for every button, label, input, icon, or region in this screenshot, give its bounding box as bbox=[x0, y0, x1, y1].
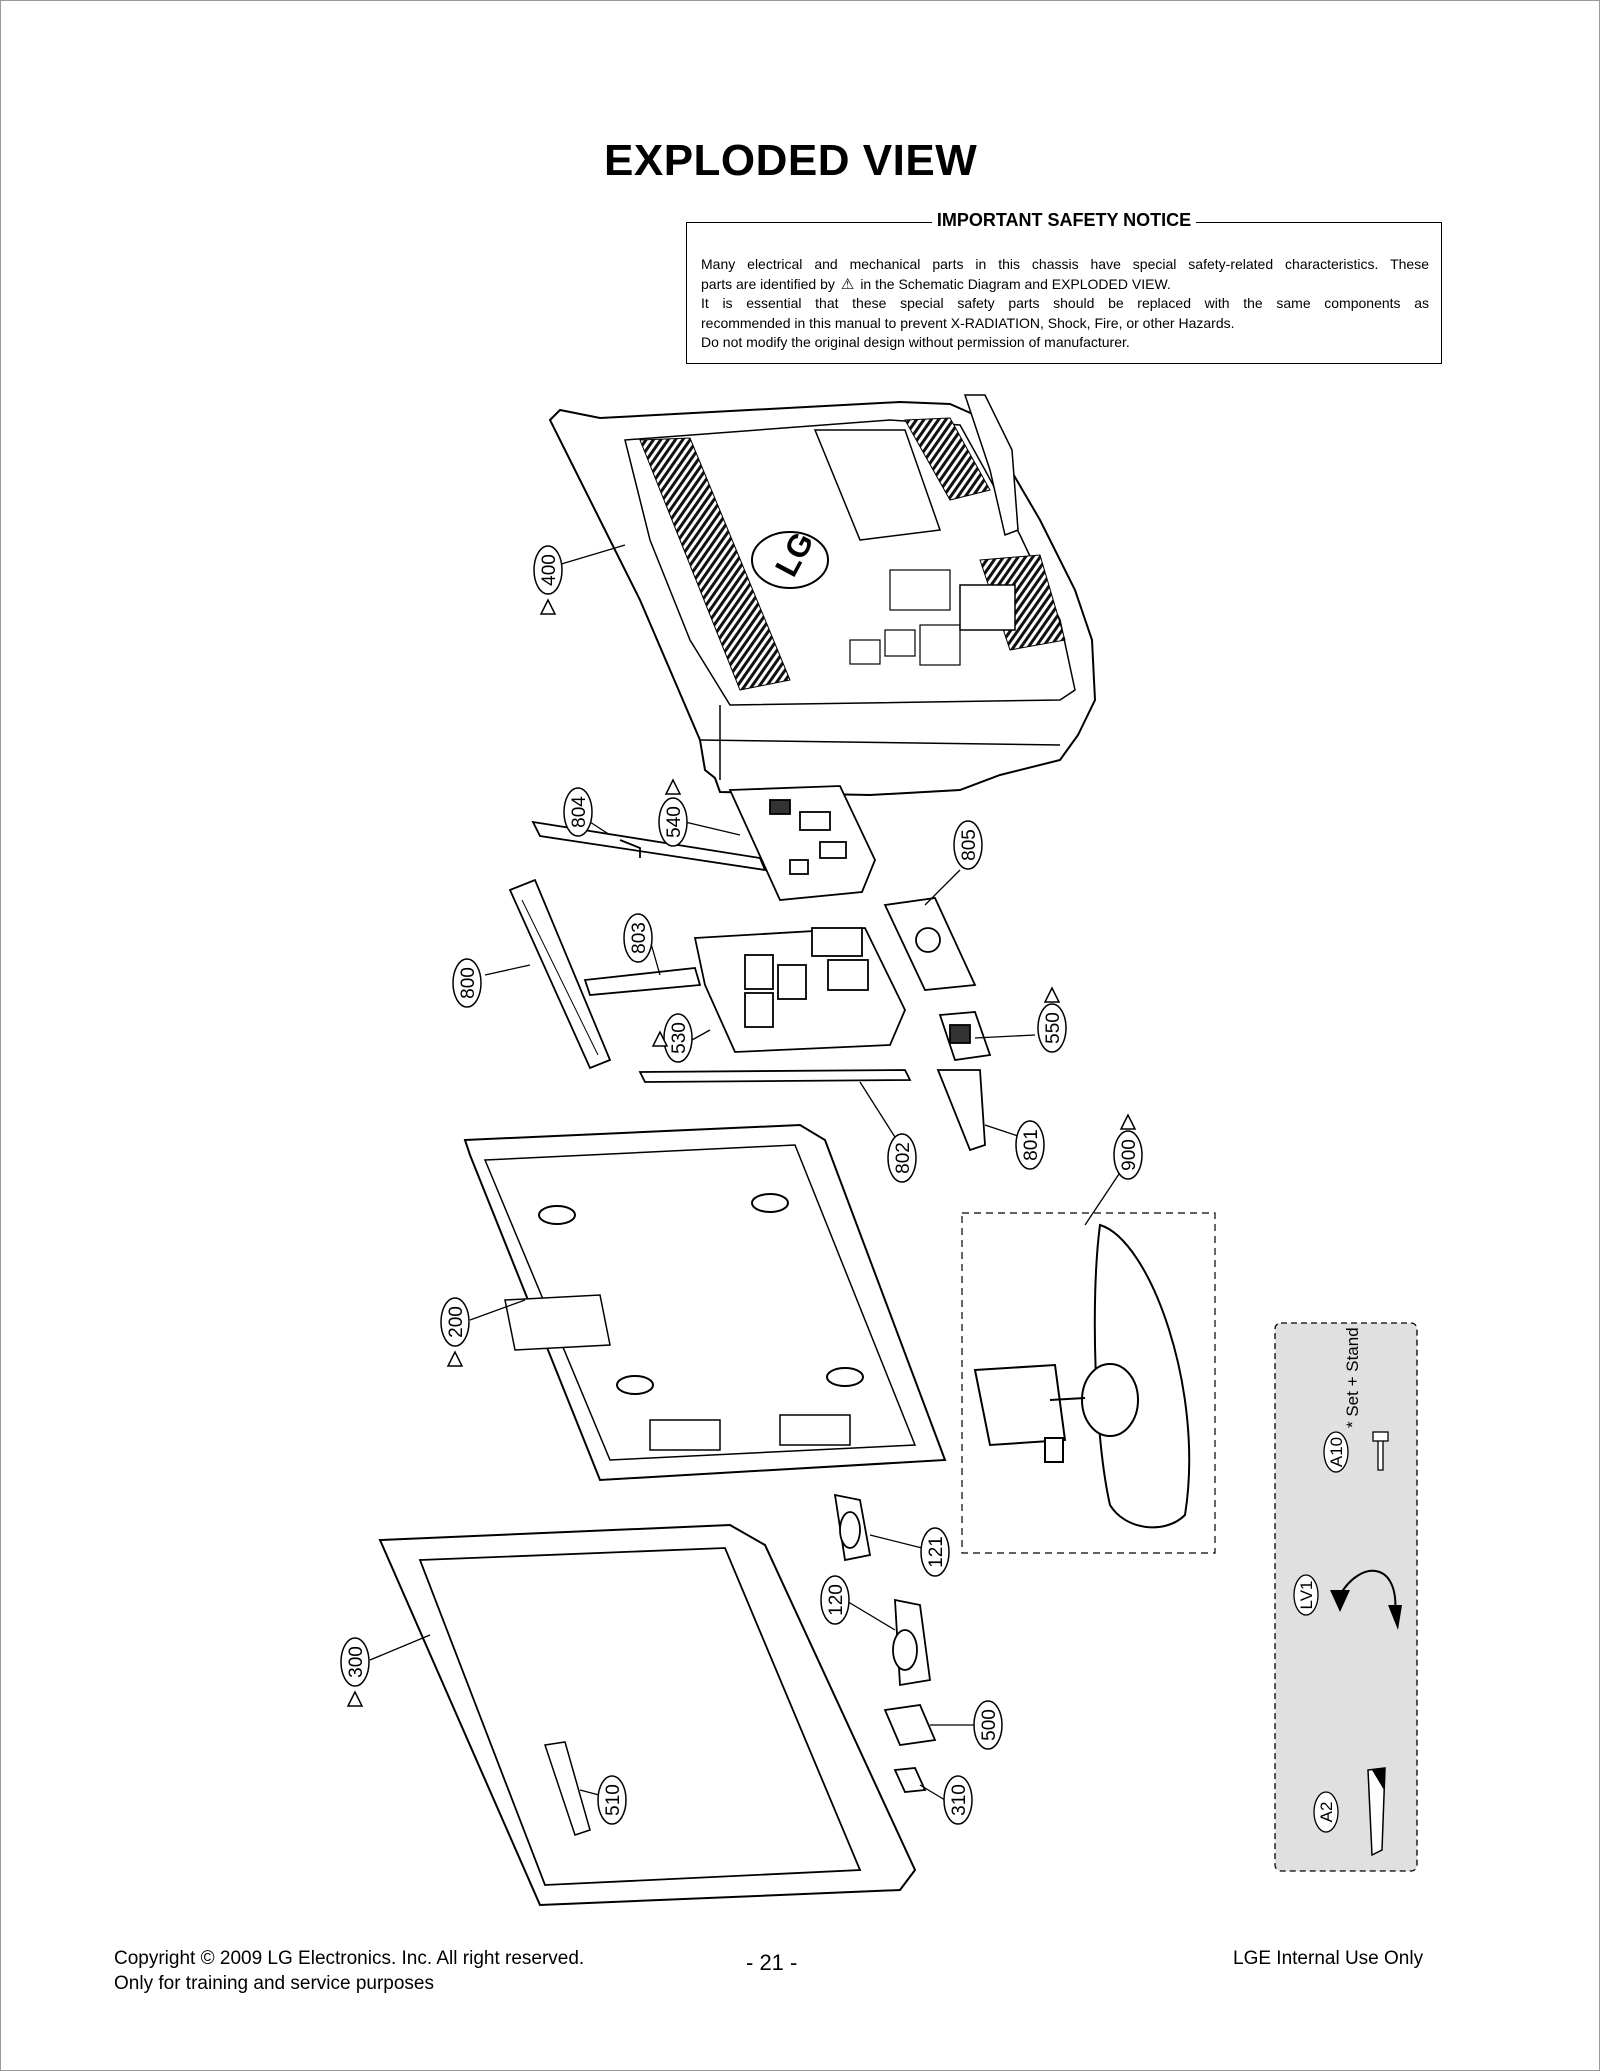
part-label-900-text: 900 bbox=[1119, 1139, 1140, 1171]
remote-control-top-icon bbox=[1372, 1768, 1385, 1790]
part-label-802: 802 bbox=[887, 1133, 917, 1183]
warning-triangle-icon bbox=[346, 1690, 364, 1707]
part-label-310: 310 bbox=[943, 1775, 973, 1825]
part-label-121: 121 bbox=[920, 1527, 950, 1577]
part-label-801-text: 801 bbox=[1021, 1129, 1042, 1161]
connector-icon bbox=[1330, 1590, 1350, 1612]
safety-notice-heading-text: IMPORTANT SAFETY NOTICE bbox=[931, 210, 1197, 230]
warning-triangle-icon bbox=[539, 598, 557, 615]
warning-triangle-icon bbox=[446, 1350, 464, 1367]
part-label-805-text: 805 bbox=[959, 829, 980, 861]
warning-triangle-icon bbox=[1119, 1113, 1137, 1130]
connector-icon bbox=[1388, 1605, 1402, 1630]
part-label-300: 300 bbox=[340, 1637, 370, 1687]
part-label-200: 200 bbox=[440, 1297, 470, 1347]
part-label-804: 804 bbox=[563, 787, 593, 837]
stand-dashed-box bbox=[961, 1212, 1216, 1554]
bracket-803-part bbox=[583, 967, 702, 996]
screw-head-icon bbox=[1372, 1431, 1389, 1442]
cabinet-200-part bbox=[463, 1123, 947, 1482]
stand-900-part bbox=[973, 1223, 1191, 1529]
part-label-530-text: 530 bbox=[669, 1022, 690, 1054]
screw-icon bbox=[1377, 1439, 1384, 1471]
board-500-part bbox=[883, 1704, 937, 1746]
safety-notice-line-3: It is essential that these special safet… bbox=[701, 295, 1429, 311]
safety-notice-heading: IMPORTANT SAFETY NOTICE bbox=[687, 210, 1441, 231]
warning-triangle-icon bbox=[651, 1030, 669, 1047]
part-label-200-text: 200 bbox=[446, 1306, 467, 1338]
safety-notice-line-5: Do not modify the original design withou… bbox=[701, 334, 1130, 350]
accessory-lv1-label: LV1 bbox=[1297, 1581, 1316, 1610]
page-title: EXPLODED VIEW bbox=[604, 136, 978, 185]
warning-triangle-icon bbox=[664, 778, 682, 795]
part-label-800-text: 800 bbox=[458, 967, 479, 999]
remote-control-icon bbox=[1367, 1767, 1386, 1857]
part-label-803-text: 803 bbox=[629, 922, 650, 954]
board-310-part bbox=[893, 1767, 927, 1793]
part-label-805: 805 bbox=[953, 820, 983, 870]
cable-icon bbox=[1339, 1569, 1397, 1616]
safety-notice-line-2-post: in the Schematic Diagram and EXPLODED VI… bbox=[860, 275, 1171, 292]
accessory-a2: A2 bbox=[1313, 1767, 1386, 1857]
warning-triangle-icon: ⚠ bbox=[840, 275, 855, 293]
safety-notice-line-2-pre: parts are identified by bbox=[701, 275, 835, 292]
power-board-part bbox=[638, 927, 986, 1152]
footer-purpose: Only for training and service purposes bbox=[114, 1973, 434, 1994]
part-label-310-text: 310 bbox=[949, 1784, 970, 1816]
safety-notice-line-4: recommended in this manual to prevent X-… bbox=[701, 314, 1235, 331]
speaker-121-part bbox=[833, 1493, 872, 1562]
warning-triangle-icon bbox=[1043, 986, 1061, 1003]
part-label-120: 120 bbox=[820, 1575, 850, 1625]
accessory-a10: A10 * Set + Stand bbox=[1323, 1327, 1389, 1473]
part-label-801: 801 bbox=[1015, 1120, 1045, 1170]
accessory-a2-label: A2 bbox=[1317, 1802, 1336, 1823]
part-label-550-text: 550 bbox=[1043, 1012, 1064, 1044]
bracket-804-part bbox=[531, 820, 767, 872]
part-label-800: 800 bbox=[452, 958, 482, 1008]
accessory-lv1: LV1 bbox=[1293, 1569, 1402, 1630]
part-label-803: 803 bbox=[623, 913, 653, 963]
safety-notice-line-1: Many electrical and mechanical parts in … bbox=[701, 256, 1429, 272]
frame-bracket-800-part bbox=[508, 878, 612, 1070]
footer-copyright: Copyright © 2009 LG Electronics. Inc. Al… bbox=[114, 1948, 585, 1969]
part-label-802-text: 802 bbox=[893, 1142, 914, 1174]
part-label-400: 400 bbox=[533, 545, 563, 595]
part-label-121-text: 121 bbox=[926, 1536, 947, 1568]
accessory-a10-note: * Set + Stand bbox=[1343, 1327, 1362, 1428]
part-label-540-text: 540 bbox=[664, 806, 685, 838]
part-label-500: 500 bbox=[973, 1700, 1003, 1750]
part-label-530: 530 bbox=[663, 1013, 693, 1063]
back-cover-part: LG bbox=[548, 394, 1097, 797]
speaker-120-part bbox=[892, 1598, 932, 1687]
part-label-510-text: 510 bbox=[603, 1784, 624, 1816]
part-label-500-text: 500 bbox=[979, 1709, 1000, 1741]
safety-notice-line-2: parts are identified by ⚠ in the Schematic… bbox=[701, 275, 1429, 295]
part-label-400-text: 400 bbox=[539, 554, 560, 586]
bracket-805-part bbox=[883, 897, 977, 991]
part-label-804-text: 804 bbox=[569, 796, 590, 828]
safety-notice-box: IMPORTANT SAFETY NOTICE Many electrical … bbox=[686, 210, 1442, 364]
footer-internal: LGE Internal Use Only bbox=[1233, 1948, 1424, 1969]
safety-notice-body: Many electrical and mechanical parts in … bbox=[701, 255, 1429, 353]
part-label-900: 900 bbox=[1113, 1130, 1143, 1180]
main-board-part bbox=[728, 785, 876, 901]
part-label-550: 550 bbox=[1037, 1003, 1067, 1053]
front-cover-300-part bbox=[378, 1523, 917, 1907]
part-label-300-text: 300 bbox=[346, 1646, 367, 1678]
part-label-120-text: 120 bbox=[826, 1584, 847, 1616]
inverter-550-part bbox=[938, 1011, 992, 1061]
exploded-view-diagram: LG bbox=[340, 394, 1418, 1907]
part-label-540: 540 bbox=[658, 797, 688, 847]
accessory-a10-label: A10 bbox=[1327, 1437, 1346, 1467]
footer-left: Copyright © 2009 LG Electronics. Inc. Al… bbox=[114, 1946, 584, 1996]
safety-triangle-icons bbox=[346, 598, 1137, 1707]
footer-page-number: - 21 - bbox=[746, 1950, 798, 1975]
part-label-510: 510 bbox=[597, 1775, 627, 1825]
